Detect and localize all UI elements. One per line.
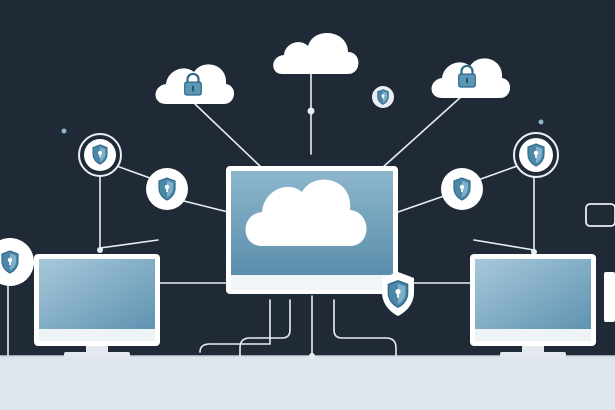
edge-device-icon (585, 203, 615, 322)
left-monitor-icon (34, 254, 160, 358)
left-inner-shield-icon (146, 168, 188, 210)
edge-shield-icon (0, 238, 34, 286)
node-dots (97, 107, 537, 359)
right-monitor-icon (470, 254, 596, 358)
left-cloud-lock-icon (155, 64, 235, 104)
right-cloud-lock-icon (431, 58, 511, 98)
floor (0, 356, 615, 410)
right-outer-shield-icon (513, 132, 559, 178)
left-outer-shield-icon (78, 133, 122, 177)
center-shield-icon (382, 272, 414, 316)
center-monitor-icon (226, 166, 398, 294)
decorative-dots (61, 119, 544, 134)
right-inner-shield-icon (441, 168, 483, 210)
center-cloud-icon (245, 179, 367, 246)
connection-lines (7, 71, 535, 357)
floating-shield-icon (372, 86, 394, 108)
top-cloud-icon (273, 33, 359, 74)
